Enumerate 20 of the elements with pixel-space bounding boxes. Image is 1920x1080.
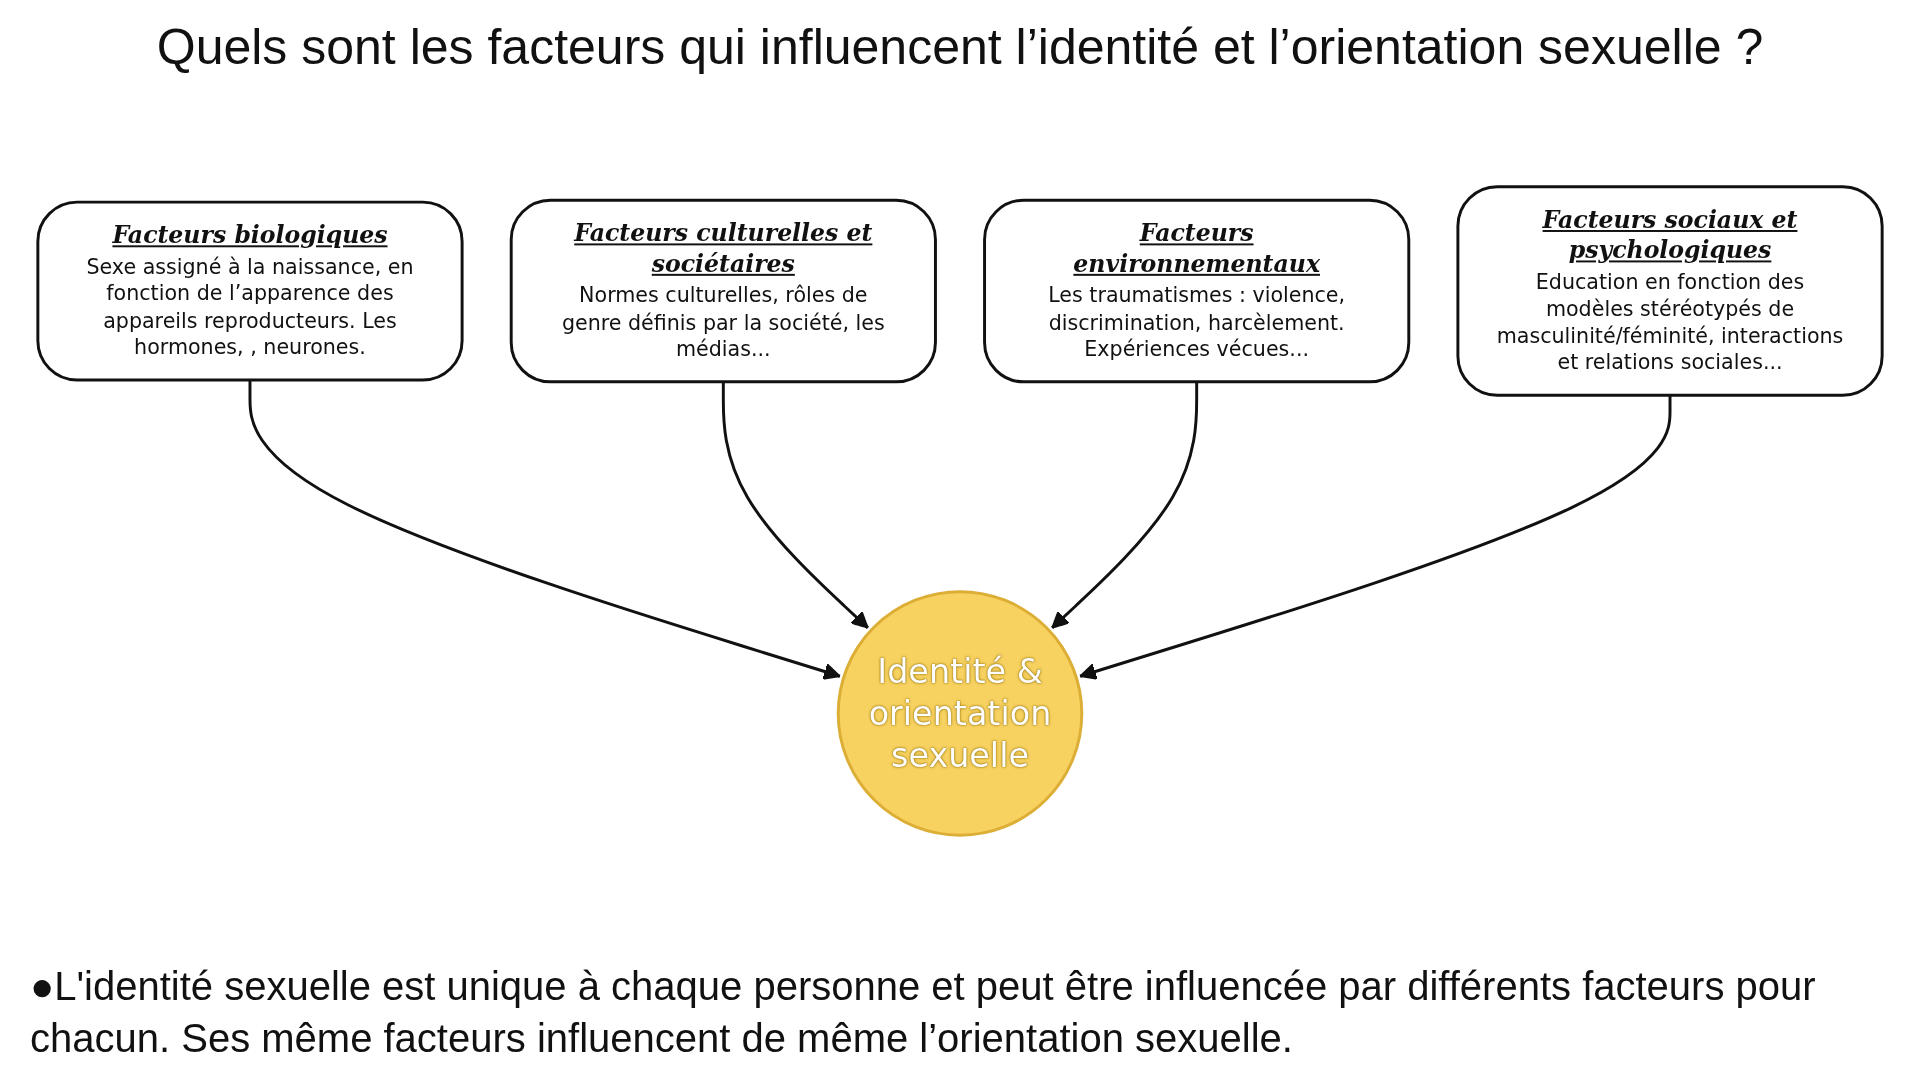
arrow bbox=[1079, 395, 1672, 680]
rounded-box bbox=[36, 200, 464, 382]
arrow bbox=[721, 381, 869, 629]
arrow bbox=[1051, 381, 1199, 629]
body-text: Les traumatismes : violence, discrimination, harcèlement. Expériences vécues... bbox=[1047, 283, 1347, 364]
body-text: Identité & orientation sexuelle bbox=[867, 650, 1053, 777]
heading: Facteurs biologiques bbox=[111, 219, 389, 251]
body-text: Normes culturelles, rôles de genre définis par la société, les médias... bbox=[560, 283, 886, 364]
title: Quels sont les facteurs qui influencent l’identité et l’orientation sexuelle ? bbox=[156, 18, 1764, 76]
heading: Facteurs environnementaux bbox=[1072, 217, 1321, 280]
circle-node bbox=[836, 590, 1084, 837]
heading: Facteurs culturelles et sociétaires bbox=[572, 217, 874, 280]
heading: Facteurs sociaux et psychologiques bbox=[1541, 204, 1799, 266]
rounded-box bbox=[1456, 185, 1884, 397]
arrow bbox=[248, 379, 841, 680]
body-text: Education en fonction des modèles stéréotypés de masculinité/féminité, interactions et relations sociales... bbox=[1495, 269, 1845, 377]
body-text: Sexe assigné à la naissance, en fonction de l’apparence des appareils reproducteurs. Les hormones, , neurones. bbox=[85, 254, 415, 362]
caption: ●L'identité sexuelle est unique à chaque personne et peut être influencée par différents facteurs pour chacun. Ses même facteurs influencent de même l’orientation sexuelle. bbox=[30, 963, 1817, 1062]
rounded-box bbox=[983, 198, 1411, 384]
rounded-box bbox=[509, 198, 937, 384]
